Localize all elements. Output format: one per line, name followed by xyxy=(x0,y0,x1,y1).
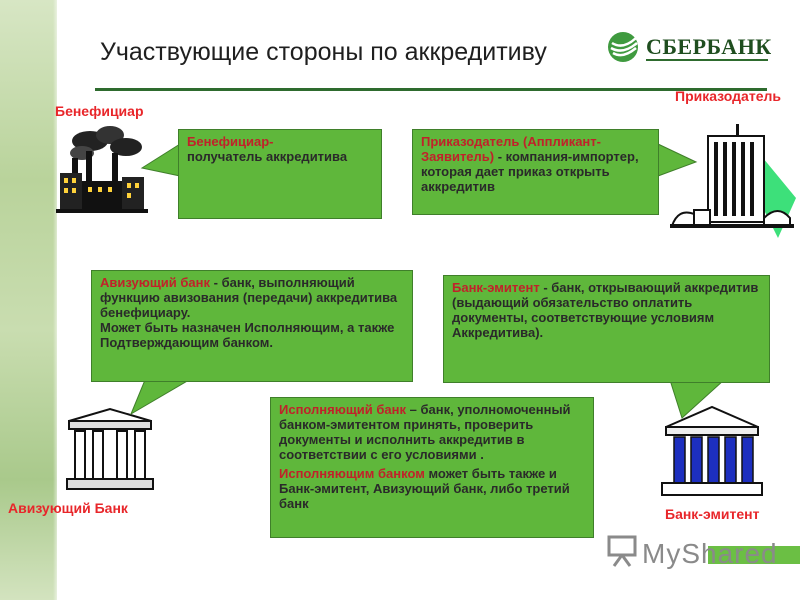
issuing-callout-tail xyxy=(669,380,725,419)
title-underline xyxy=(95,88,767,91)
logo-underline xyxy=(646,59,768,61)
watermark: MyShared xyxy=(606,534,800,574)
advising-bank-building-icon xyxy=(66,407,154,490)
presentation-board-icon xyxy=(607,535,637,567)
beneficiary-callout: Бенефициар- получатель аккредитива xyxy=(178,129,382,219)
decorative-left-strip xyxy=(0,0,61,600)
issuing-bank-callout: Банк-эмитент - банк, открывающий аккреди… xyxy=(443,275,770,383)
sberbank-logo: СБЕРБАНК xyxy=(606,30,771,64)
advising-bank-callout: Авизующий банк - банк, выполняющий функц… xyxy=(91,270,413,382)
beneficiary-term: Бенефициар- xyxy=(187,134,274,149)
executing-term-2: Исполняющим банком xyxy=(279,466,425,481)
executing-bank-callout: Исполняющий банк – банк, уполномоченный … xyxy=(270,397,594,538)
slide-title: Участвующие стороны по аккредитиву xyxy=(100,38,547,66)
label-beneficiary: Бенефициар xyxy=(55,103,144,119)
executing-desc-2: может быть также и Банк-эмитент, Авизующ… xyxy=(279,466,570,511)
label-applicant: Приказодатель xyxy=(675,88,781,104)
applicant-callout: Приказодатель (Аппликант- Заявитель) - к… xyxy=(412,129,659,215)
factory-icon xyxy=(56,126,148,213)
office-building-icon xyxy=(670,124,796,238)
sberbank-logo-icon xyxy=(608,32,638,62)
applicant-term: Приказодатель (Аппликант- Заявитель) xyxy=(421,134,601,164)
advising-term: Авизующий банк xyxy=(100,275,211,290)
label-advising-bank: Авизующий Банк xyxy=(8,500,128,516)
issuing-term: Банк-эмитент xyxy=(452,280,540,295)
executing-term: Исполняющий банк xyxy=(279,402,407,417)
beneficiary-callout-tail xyxy=(140,143,181,177)
logo-text: СБЕРБАНК xyxy=(646,34,772,59)
issuing-bank-building-icon xyxy=(661,405,763,496)
executing-desc: – банк, уполномоченный банком-эмитентом … xyxy=(279,402,571,462)
watermark-text: MyShared xyxy=(642,538,778,569)
applicant-callout-tail xyxy=(657,143,698,177)
applicant-desc: - компания-импортер, которая дает приказ… xyxy=(421,149,639,194)
advising-callout-tail xyxy=(129,380,190,416)
advising-desc-2: Может быть назначен Исполняющим, а также… xyxy=(100,320,395,350)
issuing-desc: - банк, открывающий аккредитив (выдающий… xyxy=(452,280,759,340)
beneficiary-desc: получатель аккредитива xyxy=(187,149,348,164)
watermark-bar xyxy=(708,546,800,564)
advising-desc: - банк, выполняющий функцию авизования (… xyxy=(100,275,398,320)
label-issuing-bank: Банк-эмитент xyxy=(665,506,760,522)
